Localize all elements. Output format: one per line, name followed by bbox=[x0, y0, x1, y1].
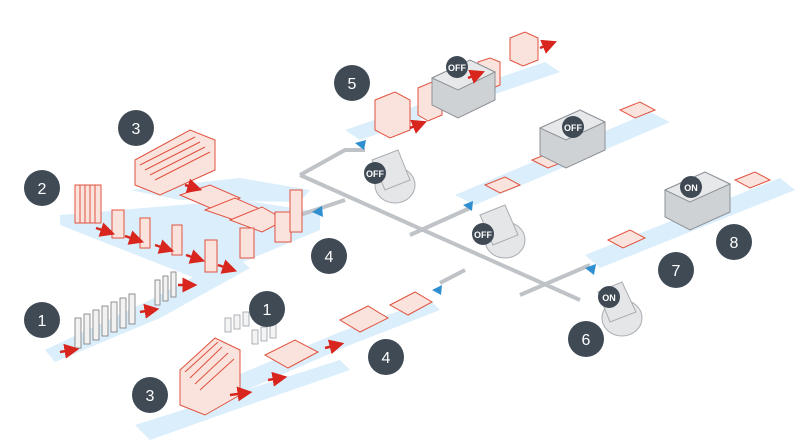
step-badges: 3 2 1 5 4 1 4 3 bbox=[24, 65, 752, 413]
state-badge-machine-mid: OFF bbox=[562, 116, 584, 138]
step-badge-3-top: 3 bbox=[118, 110, 154, 146]
step-badge-2: 2 bbox=[24, 170, 60, 206]
step-badge-5: 5 bbox=[334, 65, 370, 101]
step-badge-4-left: 4 bbox=[311, 238, 347, 274]
supply-arrow-left bbox=[312, 206, 323, 217]
step-badge-8: 8 bbox=[716, 224, 752, 260]
step-badge-3-bottom: 3 bbox=[132, 377, 168, 413]
bottle-group-mid bbox=[224, 311, 277, 345]
state-badge-roll-right: ON bbox=[598, 286, 620, 308]
svg-text:7: 7 bbox=[672, 263, 681, 280]
svg-text:ON: ON bbox=[602, 293, 616, 303]
supply-arrow-right bbox=[585, 264, 596, 275]
svg-text:1: 1 bbox=[263, 302, 272, 319]
conveyor-bottom-line bbox=[190, 300, 440, 410]
roll-mid bbox=[479, 204, 526, 259]
step-badge-1-mid: 1 bbox=[249, 291, 285, 327]
bottom-line-products bbox=[179, 291, 434, 416]
distribution-lines bbox=[299, 148, 591, 302]
svg-text:8: 8 bbox=[730, 235, 739, 252]
step-badge-1-left: 1 bbox=[24, 302, 60, 338]
svg-text:OFF: OFF bbox=[448, 63, 466, 73]
flat-blanks bbox=[74, 184, 303, 273]
svg-text:6: 6 bbox=[582, 332, 591, 349]
svg-text:4: 4 bbox=[382, 350, 391, 367]
step-badge-6: 6 bbox=[568, 321, 604, 357]
svg-text:3: 3 bbox=[132, 121, 141, 138]
svg-text:ON: ON bbox=[684, 183, 698, 193]
step-badge-4-bottom: 4 bbox=[368, 339, 404, 375]
state-badge-roll-top: OFF bbox=[364, 162, 386, 184]
supply-arrow-top bbox=[355, 140, 366, 150]
step-badge-7: 7 bbox=[658, 252, 694, 288]
svg-text:OFF: OFF bbox=[366, 169, 384, 179]
svg-text:2: 2 bbox=[38, 181, 47, 198]
supply-arrow-bottom bbox=[432, 285, 442, 295]
svg-text:OFF: OFF bbox=[474, 230, 492, 240]
svg-text:5: 5 bbox=[348, 76, 357, 93]
svg-text:4: 4 bbox=[325, 249, 334, 266]
svg-text:OFF: OFF bbox=[564, 123, 582, 133]
svg-text:1: 1 bbox=[38, 313, 47, 330]
flow-arrows bbox=[59, 39, 557, 402]
state-badge-machine-top: OFF bbox=[446, 56, 468, 78]
supply-arrows bbox=[312, 140, 596, 295]
svg-text:3: 3 bbox=[146, 388, 155, 405]
supply-arrow-mid bbox=[463, 201, 473, 211]
state-badges: OFF OFF OFF OFF ON ON bbox=[364, 56, 702, 308]
state-badge-machine-right: ON bbox=[680, 176, 702, 198]
state-badge-roll-mid: OFF bbox=[472, 223, 494, 245]
